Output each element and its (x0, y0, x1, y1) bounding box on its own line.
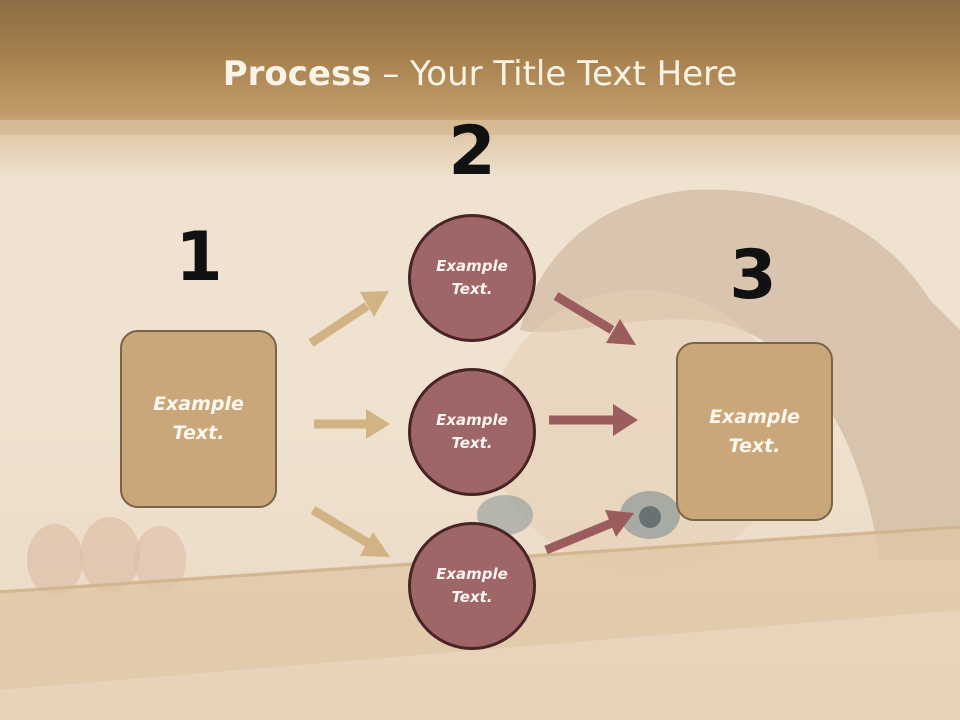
title-rest: – Your Title Text Here (371, 54, 738, 94)
arrow-1-to-middle (314, 409, 390, 439)
step-3-box-text: Example Text. (709, 405, 800, 457)
arrow-top-to-3 (553, 292, 636, 345)
step-number-1: 1 (175, 218, 223, 297)
slide-title: Process – Your Title Text Here (0, 52, 960, 96)
step-number-2: 2 (448, 112, 496, 191)
step-2-circle-bottom-text: Example Text. (436, 565, 508, 606)
step-2-circle-middle: Example Text. (408, 368, 536, 496)
step-1-box-text: Example Text. (153, 393, 244, 444)
step-3-box: Example Text. (676, 342, 833, 521)
header-band (0, 0, 960, 135)
header-fade (0, 120, 960, 180)
arrow-bottom-to-3 (544, 510, 634, 555)
arrow-1-to-top (308, 291, 389, 347)
arrow-middle-to-3 (549, 404, 638, 436)
step-2-circle-middle-text: Example Text. (436, 411, 508, 452)
step-number-3: 3 (729, 236, 777, 315)
step-2-circle-top-text: Example Text. (436, 257, 508, 298)
step-2-circle-top: Example Text. (408, 214, 536, 342)
arrow-1-to-bottom (310, 506, 390, 557)
step-2-circle-bottom: Example Text. (408, 522, 536, 650)
title-strong: Process (222, 54, 372, 94)
step-1-box: Example Text. (120, 330, 277, 508)
